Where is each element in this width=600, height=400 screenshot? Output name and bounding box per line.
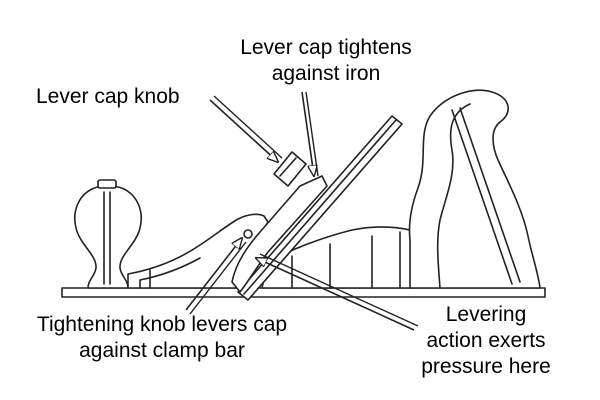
rear-tote xyxy=(408,89,541,289)
label-tightening-knob-line2: against clamp bar xyxy=(79,339,245,362)
label-levering-action-line3: pressure here xyxy=(421,355,551,378)
label-lever-cap-tightens: Lever cap tightens against iron xyxy=(210,35,442,87)
arrow-tightening-knob xyxy=(185,238,242,311)
label-tightening-knob: Tightening knob levers cap against clamp… xyxy=(12,312,312,364)
label-tightening-knob-line1: Tightening knob levers cap xyxy=(36,313,288,336)
arrow-lever-cap-tightens xyxy=(301,91,314,176)
tote-bolt xyxy=(451,109,513,285)
front-knob-cap xyxy=(97,179,117,189)
label-lever-cap-tightens-line1: Lever cap tightens xyxy=(240,36,412,59)
arrow-levering-action xyxy=(256,258,415,331)
label-lever-cap-knob: Lever cap knob xyxy=(36,84,180,110)
label-lever-cap-knob-text: Lever cap knob xyxy=(36,85,180,108)
tightening-knob-pivot xyxy=(243,229,253,239)
arrow-lever-cap-knob xyxy=(209,99,278,162)
label-levering-action-line1: Levering xyxy=(445,303,527,326)
plane-sole xyxy=(61,287,546,298)
label-levering-action-line2: action exerts xyxy=(426,329,546,352)
lever-cap-knob-shape xyxy=(273,151,307,187)
label-levering-action: Levering action exerts pressure here xyxy=(412,302,560,380)
label-lever-cap-tightens-line2: against iron xyxy=(271,62,381,85)
